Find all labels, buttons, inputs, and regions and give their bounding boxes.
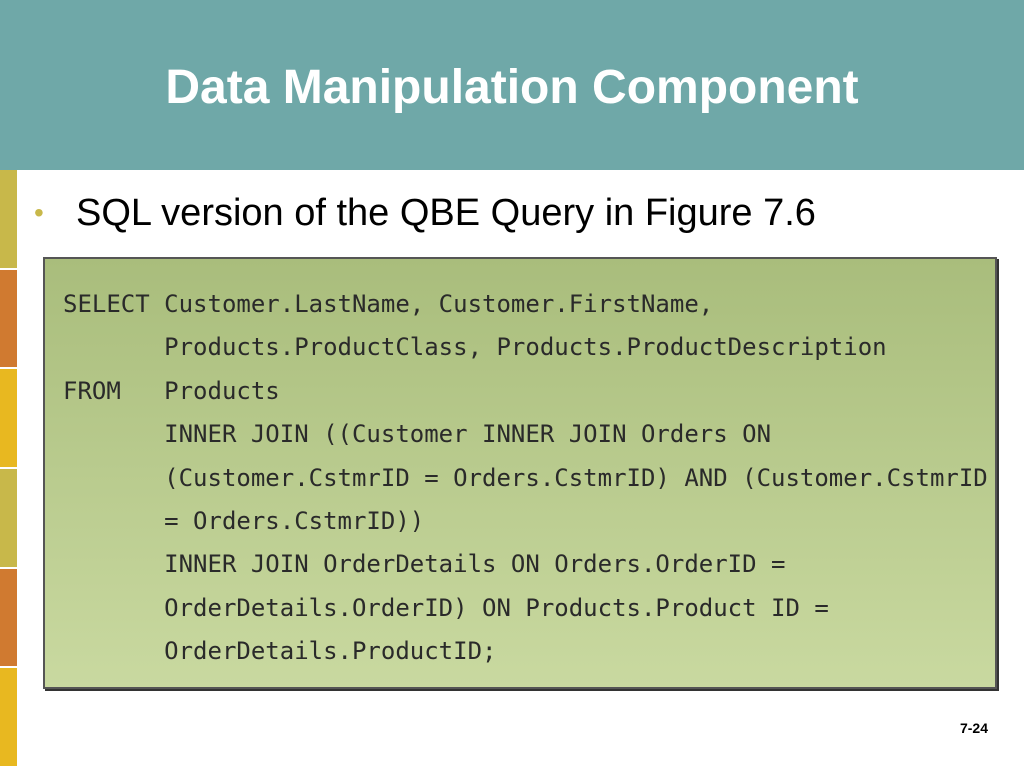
sql-line: = Orders.CstmrID)) [63, 507, 425, 536]
sql-line: (Customer.CstmrID = Orders.CstmrID) AND … [63, 463, 988, 492]
bullet-item: • SQL version of the QBE Query in Figure … [30, 190, 816, 236]
slide-number: 7-24 [959, 720, 988, 736]
bullet-dot-icon: • [34, 197, 44, 228]
sql-line: INNER JOIN OrderDetails ON Orders.OrderI… [63, 550, 786, 579]
stripe-segment [0, 568, 17, 669]
bullet-text: SQL version of the QBE Query in Figure 7… [76, 192, 816, 234]
stripe-segment [0, 469, 17, 569]
sql-line: INNER JOIN ((Customer INNER JOIN Orders … [63, 420, 772, 449]
sql-line: FROM Products [63, 376, 280, 405]
sql-line: SELECT Customer.LastName, Customer.First… [63, 290, 714, 318]
side-stripe [0, 170, 17, 768]
slide-title: Data Manipulation Component [165, 61, 859, 114]
stripe-segment [0, 369, 17, 470]
stripe-segment [0, 269, 17, 370]
sql-code-box: SELECT Customer.LastName, Customer.First… [43, 257, 997, 689]
stripe-segment [0, 170, 17, 270]
title-bar [0, 0, 1024, 170]
stripe-segment [0, 668, 17, 768]
sql-line: Products.ProductClass, Products.ProductD… [63, 333, 887, 362]
sql-code: SELECT Customer.LastName, Customer.First… [63, 283, 988, 674]
sql-line: OrderDetails.OrderID) ON Products.Produc… [63, 593, 829, 622]
sql-line: OrderDetails.ProductID; [63, 637, 497, 666]
